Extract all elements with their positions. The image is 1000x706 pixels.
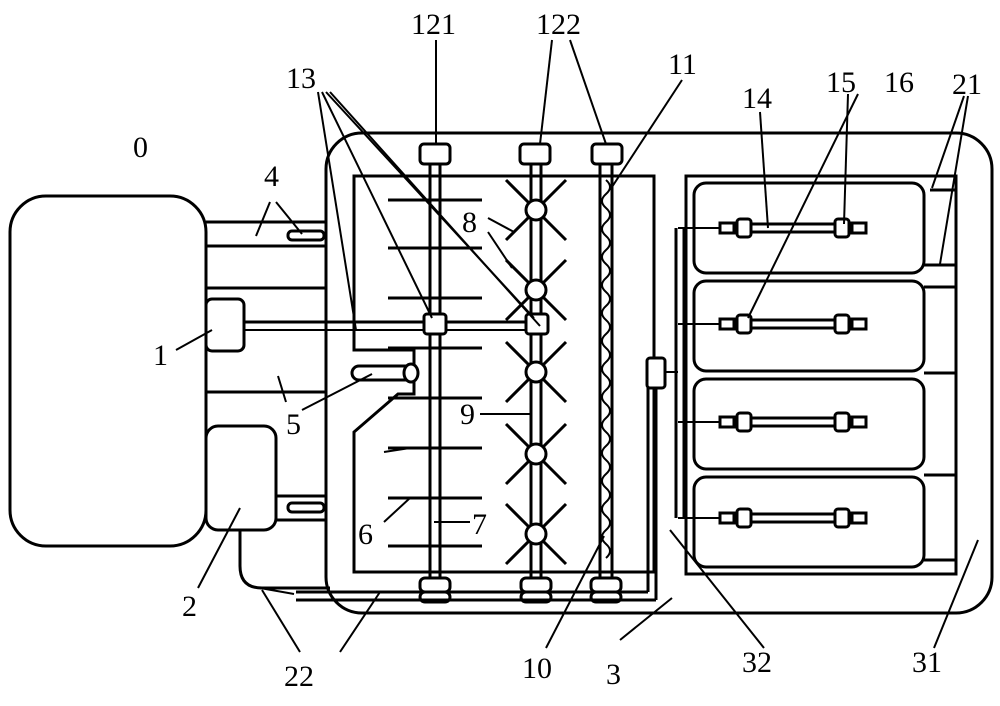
label-14: 14 (742, 82, 772, 115)
shaft-10 (598, 162, 614, 586)
chain-11 (601, 179, 611, 559)
leader-lines (175, 39, 979, 653)
component-1-box (204, 297, 246, 353)
label-4: 4 (264, 160, 279, 193)
coupling-13-a (422, 312, 448, 336)
label-7: 7 (472, 508, 487, 541)
shaft-7 (428, 162, 442, 586)
label-21: 21 (952, 68, 982, 101)
inlet-nozzle-end (402, 362, 420, 384)
label-16: 16 (884, 66, 914, 99)
motor-122-b (590, 142, 624, 166)
label-2: 2 (182, 590, 197, 623)
label-11: 11 (668, 48, 697, 81)
manifold (665, 228, 686, 518)
pipe-22 (238, 530, 330, 590)
label-15: 15 (826, 66, 856, 99)
channel-5 (206, 286, 326, 394)
label-32: 32 (742, 646, 772, 679)
rotors-8 (504, 178, 568, 566)
bottom-bearings (418, 576, 623, 604)
component-2-box (204, 424, 278, 532)
motor-122-a (518, 142, 552, 166)
spray-tubes-14 (678, 217, 868, 529)
distribution-valve (645, 356, 667, 390)
housing-3 (324, 131, 994, 615)
label-121: 121 (411, 8, 456, 41)
paddles-6 (388, 198, 482, 548)
connector-4 (206, 220, 326, 248)
label-8: 8 (462, 206, 477, 239)
label-31: 31 (912, 646, 942, 679)
bottom-pipe (296, 590, 656, 602)
label-1: 1 (153, 339, 168, 372)
component-0-box (8, 194, 208, 548)
bottom-connector (276, 494, 326, 522)
label-6: 6 (358, 518, 373, 551)
label-5: 5 (286, 408, 301, 441)
label-10: 10 (522, 652, 552, 685)
label-3: 3 (606, 658, 621, 691)
label-0: 0 (133, 131, 148, 164)
label-122: 122 (536, 8, 581, 41)
rack-32 (684, 174, 958, 576)
riser-pipe (646, 380, 658, 600)
motor-121 (418, 142, 452, 166)
label-13: 13 (286, 62, 316, 95)
label-22: 22 (284, 660, 314, 693)
mixing-chamber (352, 174, 656, 574)
label-9: 9 (460, 398, 475, 431)
rails-21 (924, 188, 956, 562)
